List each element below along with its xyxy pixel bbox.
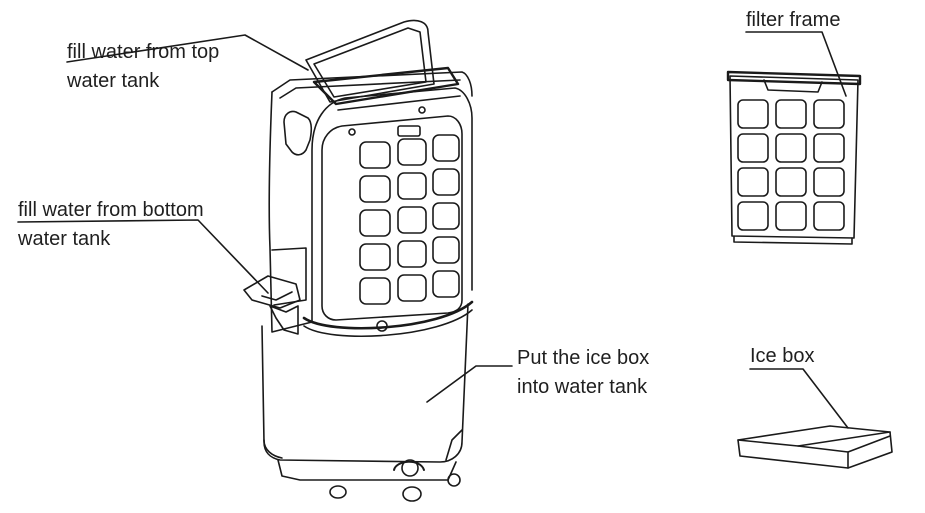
label-fill-bottom-line1: fill water from bottom	[18, 199, 204, 221]
bottom-inlet	[243, 275, 301, 309]
leader-ice-box-tank	[426, 365, 513, 403]
top-lid	[305, 19, 435, 103]
label-filter-frame-text: filter frame	[746, 9, 841, 31]
filter-grid	[737, 99, 845, 231]
leader-filter-frame	[745, 31, 847, 97]
label-ice-box-tank-line1: Put the ice box	[517, 347, 650, 369]
label-filter-frame: filter frame	[746, 6, 840, 35]
leader-fill-top	[66, 34, 309, 71]
wheel-middle	[402, 486, 422, 502]
ice-box-drawing	[737, 425, 893, 469]
label-ice-box-tank: Put the ice box into water tank	[517, 344, 649, 402]
air-cooler-unit	[243, 19, 474, 502]
side-handle	[283, 110, 313, 156]
label-ice-box-text: Ice box	[750, 345, 815, 367]
label-fill-bottom: fill water from bottom water tank	[18, 196, 204, 254]
filter-frame-drawing	[726, 70, 862, 245]
front-panel	[321, 115, 463, 321]
label-fill-top-line1: fill water from top	[67, 41, 220, 63]
label-ice-box-tank-line2: into water tank	[517, 376, 648, 398]
label-fill-bottom-line2: water tank	[18, 228, 111, 250]
leader-fill-bottom	[17, 219, 269, 294]
leader-ice-box	[749, 368, 849, 429]
label-ice-box: Ice box	[750, 342, 814, 371]
label-fill-top: fill water from top water tank	[67, 38, 219, 96]
front-grille	[359, 134, 460, 305]
label-fill-top-line2: water tank	[67, 70, 160, 92]
wheel-left	[329, 485, 347, 499]
wheel-right	[447, 473, 461, 487]
